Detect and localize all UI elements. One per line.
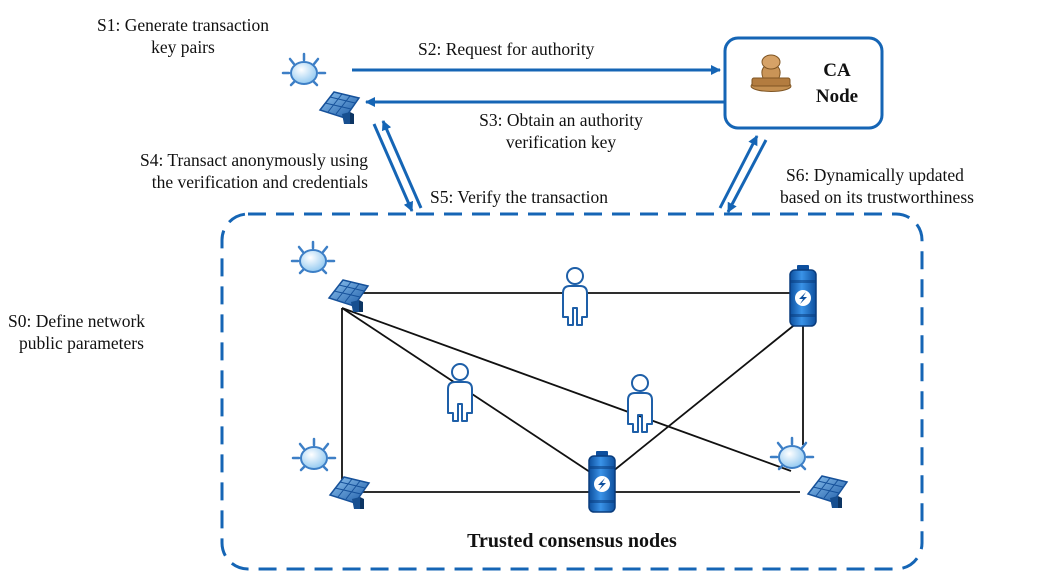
s6-arrow-up xyxy=(718,135,759,209)
ca-node-label: CA Node xyxy=(798,58,876,110)
s1-label-line1: S1: Generate transaction xyxy=(96,15,270,35)
s0-label-line1: S0: Define network xyxy=(8,311,146,331)
generator-node-bottom-right xyxy=(769,436,849,510)
generator-node-bottom-left xyxy=(291,437,371,511)
s1-label-line2: key pairs xyxy=(151,37,215,57)
s3-label-line2: verification key xyxy=(505,132,617,152)
s4-label-line1: S4: Transact anonymously using xyxy=(139,150,368,170)
storage-node-bottom xyxy=(588,450,616,513)
network-title: Trusted consensus nodes xyxy=(467,530,677,552)
s0-label: S0: Define network public parameters xyxy=(8,310,145,354)
ca-node-label-line1: CA xyxy=(823,60,851,81)
s3-label: S3: Obtain an authority verification key xyxy=(432,109,690,153)
s6-label: S6: Dynamically updated based on its tru… xyxy=(780,164,974,208)
network-boundary xyxy=(220,212,924,571)
s4-arrow xyxy=(372,123,414,212)
s4-label-line2: the verification and credentials xyxy=(151,172,368,192)
s1-label: S1: Generate transaction key pairs xyxy=(88,14,278,58)
s2-label: S2: Request for authority xyxy=(418,39,595,59)
generator-node-top-left xyxy=(290,240,370,314)
generator-icon-top xyxy=(281,52,361,126)
s3-label-line1: S3: Obtain an authority xyxy=(479,110,643,130)
s5-arrow xyxy=(381,120,423,209)
user-node-right xyxy=(627,374,653,433)
user-node-top xyxy=(562,267,588,326)
s5-label: S5: Verify the transaction xyxy=(430,187,609,207)
ca-node-label-line2: Node xyxy=(815,86,859,107)
s6-label-line2: based on its trustworthiness xyxy=(780,187,974,207)
storage-node-top-right xyxy=(789,264,817,327)
s4-label: S4: Transact anonymously using the verif… xyxy=(30,149,368,193)
user-node-left xyxy=(447,363,473,422)
s0-label-line2: public parameters xyxy=(19,333,144,353)
stamp-icon xyxy=(750,54,792,92)
s6-arrow-down xyxy=(726,139,768,213)
s6-label-line1: S6: Dynamically updated xyxy=(786,165,964,185)
